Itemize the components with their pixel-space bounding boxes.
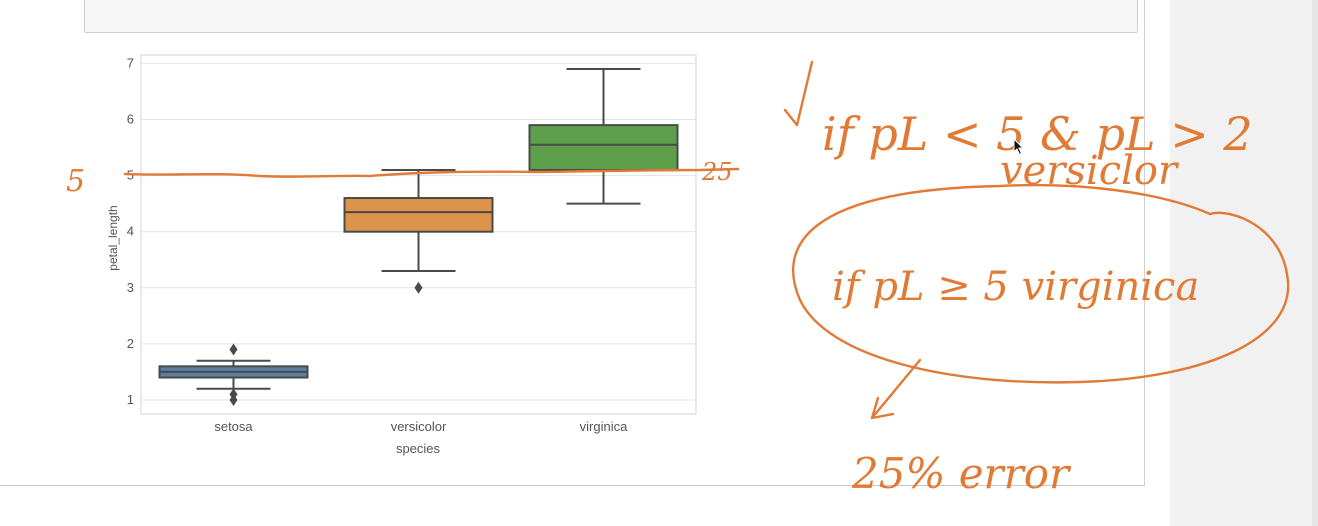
x-tick-label: virginica [580, 419, 628, 434]
annotation-5: 5 [66, 164, 85, 199]
y-tick-label: 7 [127, 55, 134, 70]
y-tick-label: 6 [127, 112, 134, 127]
box-versicolor [343, 197, 494, 233]
x-tick-label: versicolor [391, 419, 447, 434]
annotation-25: 25 [701, 158, 733, 186]
outlier-point [229, 343, 238, 356]
cell-divider [0, 485, 1145, 486]
x-tick-label: setosa [214, 419, 253, 434]
outlier-point [414, 281, 423, 294]
annotation-rule-2: if pL ≥ 5 virginica [832, 264, 1199, 310]
mouse-pointer-icon [1013, 138, 1025, 156]
arrow [870, 358, 922, 420]
y-tick-label: 4 [127, 224, 134, 239]
box-series [158, 68, 679, 406]
x-axis-label: species [396, 441, 441, 456]
code-cell[interactable] [84, 0, 1138, 33]
notebook-border [1144, 0, 1145, 486]
outlier-point [229, 388, 238, 401]
scrollbar[interactable] [1312, 0, 1318, 526]
y-tick-label: 1 [127, 392, 134, 407]
right-gutter [1170, 0, 1312, 526]
y-tick-label: 2 [127, 336, 134, 351]
handwritten-annotations [123, 60, 1290, 420]
annotation-error: 25% error [851, 449, 1072, 498]
box-virginica [528, 124, 679, 171]
ellipse-highlight [792, 183, 1290, 384]
x-ticks: setosa versicolor virginica [214, 419, 628, 434]
y-axis-label: petal_length [106, 205, 120, 270]
check-mark [783, 60, 814, 127]
threshold-line [123, 167, 740, 178]
annotation-rule-1: if pL < 5 & pL > 2 [822, 107, 1253, 161]
y-tick-label: 3 [127, 280, 134, 295]
annotation-class-versicolor: versiclor [1000, 148, 1180, 194]
